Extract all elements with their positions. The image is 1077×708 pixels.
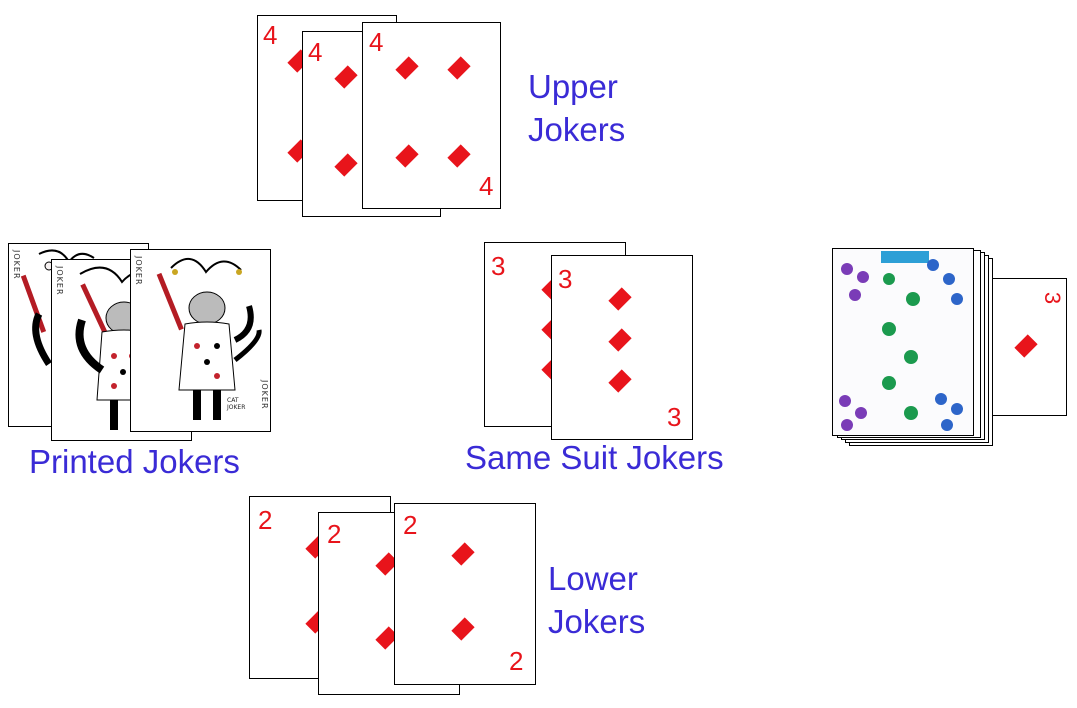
printed-joker-card-3[interactable]: JOKER JOKER CAT JOKER <box>130 249 271 432</box>
card-rank: 4 <box>263 20 278 50</box>
card-rank-bottom: 2 <box>509 646 524 676</box>
diamond-icon <box>608 328 632 352</box>
printed-jokers-label: Printed Jokers <box>29 443 240 480</box>
card-rank: 3 <box>1040 291 1066 305</box>
joker-side-text: JOKER <box>134 256 143 286</box>
card-rank: 2 <box>403 510 418 540</box>
deck-top-card-back[interactable] <box>832 248 974 436</box>
card-rank: 3 <box>491 251 506 281</box>
diamond-icon <box>451 617 475 641</box>
card-rank: 4 <box>369 27 384 57</box>
lower-card-3[interactable]: 2 2 <box>394 503 536 685</box>
same-suit-card-2[interactable]: 3 3 <box>551 255 693 440</box>
diamond-icon <box>447 144 471 168</box>
diamond-icon <box>608 369 632 393</box>
diamond-icon <box>451 542 475 566</box>
diamond-icon <box>608 287 632 311</box>
joker-side-text: JOKER <box>12 250 21 280</box>
card-rank-bottom: 3 <box>667 402 682 432</box>
diamond-icon <box>395 56 419 80</box>
joker-side-text: JOKER <box>55 266 64 296</box>
card-rank: 3 <box>558 264 573 294</box>
diamond-icon <box>395 144 419 168</box>
upper-jokers-label: Upper Jokers <box>528 68 626 148</box>
jester-cat-illustration <box>156 258 262 420</box>
joker-signature: CAT JOKER <box>227 397 246 411</box>
card-rank-bottom: 4 <box>479 171 494 201</box>
card-rank: 2 <box>258 505 273 535</box>
face-up-card[interactable]: 3 <box>980 278 1067 416</box>
card-back-pattern <box>839 251 963 431</box>
card-rank: 4 <box>308 37 323 67</box>
joker-side-text-bottom: JOKER <box>260 380 269 410</box>
diamond-icon <box>334 65 358 89</box>
diamond-icon <box>334 153 358 177</box>
card-rank: 2 <box>327 519 342 549</box>
diamond-icon <box>1014 334 1038 358</box>
lower-jokers-label: Lower Jokers <box>548 560 646 640</box>
same-suit-jokers-label: Same Suit Jokers <box>465 439 724 476</box>
diamond-icon <box>447 56 471 80</box>
upper-card-3[interactable]: 4 4 <box>362 22 501 209</box>
